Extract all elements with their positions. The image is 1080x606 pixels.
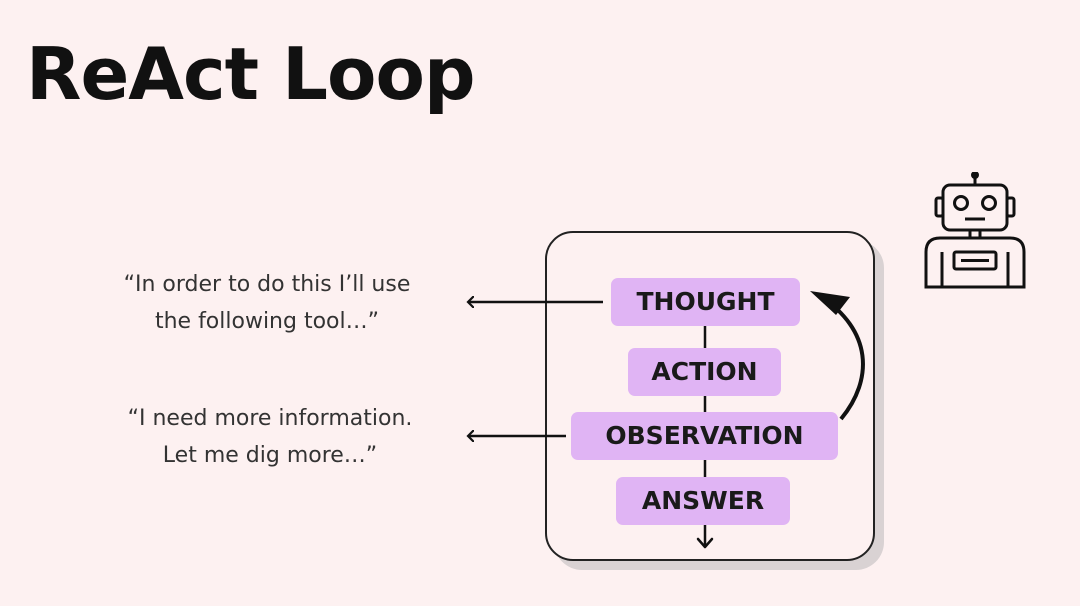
loop-back-arrowhead (810, 291, 850, 315)
thought-quote: “In order to do this I’ll use the follow… (67, 266, 467, 340)
robot-icon (924, 172, 1026, 289)
slide-title: ReAct Loop (26, 32, 476, 116)
observation-quote-line-2: Let me dig more…” (162, 443, 378, 468)
observation-quote-line-1: “I need more information. (127, 406, 413, 431)
thought-quote-line-2: the following tool…” (154, 309, 380, 334)
observation-quote: “I need more information. Let me dig mor… (70, 400, 470, 474)
thought-quote-line-1: “In order to do this I’ll use (123, 272, 411, 297)
step-thought: THOUGHT (611, 278, 800, 326)
step-answer: ANSWER (616, 477, 790, 525)
answer-down-arrowhead (696, 537, 714, 549)
step-observation: OBSERVATION (571, 412, 838, 460)
step-action: ACTION (628, 348, 781, 396)
loop-back-arrow (818, 294, 865, 421)
